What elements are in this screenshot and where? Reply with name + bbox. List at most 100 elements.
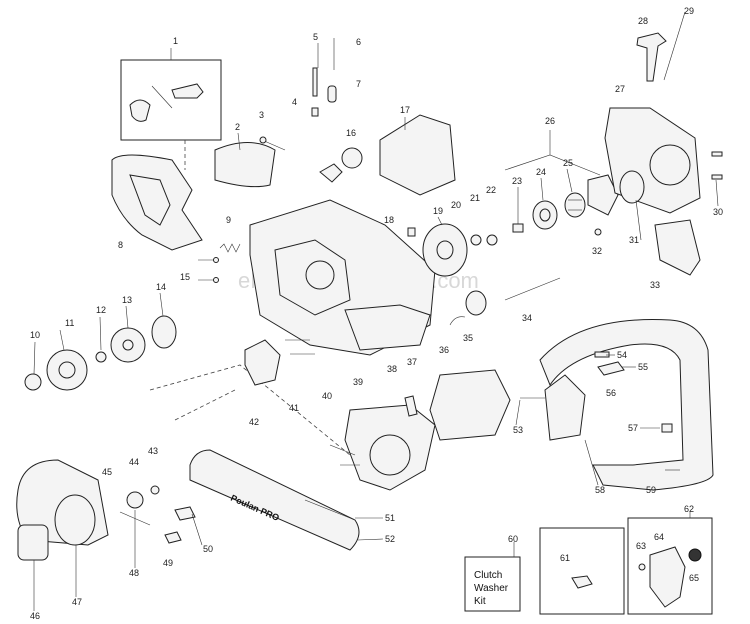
part-18-screw [407, 227, 416, 237]
label-48: 48 [129, 568, 139, 578]
label-62: 62 [684, 504, 694, 514]
part-number-labels: 1 2 3 4 5 6 7 8 9 10 11 12 13 14 15 16 1… [30, 6, 723, 621]
part-28-starter-handle [636, 32, 667, 82]
part-52-guide-bar: Poulan PRO [189, 449, 360, 551]
part-7-plug [327, 85, 337, 103]
label-45: 45 [102, 467, 112, 477]
part-56-bracket [544, 374, 586, 441]
part-23-screw [512, 223, 524, 233]
label-60: 60 [508, 534, 518, 544]
label-11: 11 [65, 318, 74, 328]
part-51-chain [304, 499, 356, 521]
part-16-component [319, 147, 363, 183]
part-1-kit-box [120, 48, 222, 141]
part-38-engine-body [249, 199, 436, 356]
label-52: 52 [385, 534, 395, 544]
label-65: 65 [689, 573, 699, 583]
part-24-pulley [532, 200, 558, 230]
part-61-box [539, 527, 625, 615]
part-25-spring [564, 192, 586, 218]
label-16: 16 [346, 128, 356, 138]
label-25: 25 [563, 158, 573, 168]
part-13-clutch [110, 327, 146, 363]
label-26: 26 [545, 116, 555, 126]
part-30-screw-b [711, 174, 723, 180]
label-31: 31 [629, 235, 639, 245]
label-15: 15 [180, 272, 190, 282]
label-59: 59 [646, 485, 656, 495]
part-30-screws [711, 151, 723, 157]
part-41-screws [285, 339, 315, 355]
label-38: 38 [387, 364, 397, 374]
part-42-plate [244, 339, 281, 386]
part-11-clutch-drum [46, 349, 88, 391]
part-34-rod [504, 277, 561, 301]
label-3: 3 [259, 110, 264, 120]
part-55-spring [597, 361, 625, 376]
label-35: 35 [463, 333, 473, 343]
label-6: 6 [356, 37, 361, 47]
label-28: 28 [638, 16, 648, 26]
kit-line-2: Washer [474, 583, 509, 594]
label-56: 56 [606, 388, 616, 398]
label-23: 23 [512, 176, 522, 186]
label-54: 54 [617, 350, 627, 360]
part-14-plate [151, 315, 177, 349]
label-51: 51 [385, 513, 395, 523]
label-41: 41 [289, 403, 299, 413]
part-58-front-handle [539, 319, 714, 491]
label-2: 2 [235, 122, 240, 132]
label-9: 9 [226, 215, 231, 225]
label-49: 49 [163, 558, 173, 568]
label-50: 50 [203, 544, 213, 554]
label-61: 61 [560, 553, 570, 563]
part-27-starter-housing [604, 107, 701, 214]
label-1: 1 [173, 36, 178, 46]
label-64: 64 [654, 532, 664, 542]
part-20-bracket [379, 114, 456, 196]
part-22-nut [486, 234, 498, 246]
label-14: 14 [156, 282, 166, 292]
part-8-rear-handle [111, 154, 203, 251]
part-2-cover [214, 142, 276, 188]
part-57-clip [661, 423, 673, 433]
label-19: 19 [433, 206, 443, 216]
kit-line-1: Clutch [474, 570, 502, 581]
label-39: 39 [353, 377, 363, 387]
part-33-guard [654, 219, 701, 276]
label-34: 34 [522, 313, 532, 323]
part-21-washer [470, 234, 482, 246]
label-37: 37 [407, 357, 417, 367]
label-57: 57 [628, 423, 638, 433]
part-10-washer [24, 373, 42, 391]
part-15-screws [198, 257, 219, 283]
part-35-carb-part [449, 290, 487, 326]
part-26-pawl [587, 174, 619, 216]
label-24: 24 [536, 167, 546, 177]
label-12: 12 [96, 305, 106, 315]
part-46-knob [17, 524, 49, 561]
label-22: 22 [486, 185, 496, 195]
label-47: 47 [72, 597, 82, 607]
label-5: 5 [313, 32, 318, 42]
label-33: 33 [650, 280, 660, 290]
part-62-box [627, 512, 713, 615]
part-36-handguard [429, 369, 511, 441]
kit-line-3: Kit [474, 596, 486, 607]
label-53: 53 [513, 425, 523, 435]
label-17: 17 [400, 105, 410, 115]
label-4: 4 [292, 97, 297, 107]
label-10: 10 [30, 330, 40, 340]
label-29: 29 [684, 6, 694, 16]
label-63: 63 [636, 541, 646, 551]
part-39-cover [344, 404, 436, 491]
part-54-bolt [594, 351, 610, 358]
label-8: 8 [118, 240, 123, 250]
part-19-flywheel [422, 223, 468, 277]
part-44-sprocket [126, 491, 144, 509]
leader-lines [33, 43, 719, 611]
label-58: 58 [595, 485, 605, 495]
label-43: 43 [148, 446, 158, 456]
label-42: 42 [249, 417, 259, 427]
